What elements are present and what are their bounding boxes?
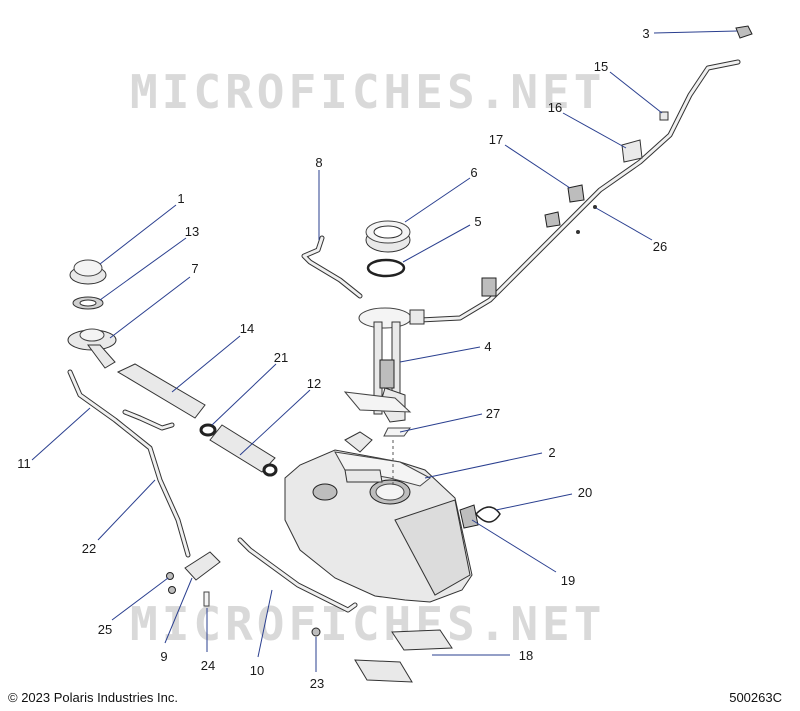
callout-12: 12 [307, 376, 321, 391]
clamp-20 [474, 506, 501, 523]
callout-18: 18 [519, 648, 533, 663]
filler-neck [67, 328, 117, 369]
copyright-notice: © 2023 Polaris Industries Inc. [8, 690, 178, 705]
clip-17 [567, 184, 585, 203]
callout-27: 27 [486, 406, 500, 421]
callout-9: 9 [160, 649, 167, 664]
vent-hose-22 [122, 409, 175, 431]
tank-strap [237, 537, 358, 613]
callout-22: 22 [82, 541, 96, 556]
callout-17: 17 [489, 132, 503, 147]
screw-26b [576, 230, 580, 234]
filler-hose [209, 424, 276, 473]
rollover-valve [344, 431, 373, 453]
callout-16: 16 [548, 100, 562, 115]
callout-20: 20 [578, 485, 592, 500]
pump-seal [366, 258, 406, 278]
callout-3: 3 [642, 26, 649, 41]
nut-25 [166, 572, 174, 580]
grommet-19 [459, 504, 479, 529]
line-cap [735, 25, 753, 39]
vent-hose [67, 369, 191, 558]
callout-24: 24 [201, 658, 215, 673]
callout-7: 7 [191, 261, 198, 276]
pin-24 [203, 591, 210, 607]
callout-23: 23 [310, 676, 324, 691]
callout-10: 10 [250, 663, 264, 678]
callout-1: 1 [177, 191, 184, 206]
callout-6: 6 [470, 165, 477, 180]
nut-25b [168, 586, 176, 594]
filler-cap [69, 259, 107, 285]
callout-5: 5 [474, 214, 481, 229]
lock-ring [365, 220, 411, 253]
fuel-supply-line [409, 59, 741, 325]
fuel-tank [284, 449, 473, 603]
nut-23 [311, 627, 321, 637]
callout-26: 26 [653, 239, 667, 254]
hose-clamp-21 [199, 423, 217, 437]
tank-pad [391, 629, 453, 651]
callout-4: 4 [484, 339, 491, 354]
pump-strainer-gasket [383, 427, 411, 437]
callout-19: 19 [561, 573, 575, 588]
callout-layer: 1 13 7 14 21 12 11 22 25 9 24 10 [17, 26, 738, 691]
callout-15: 15 [594, 59, 608, 74]
watermark-bottom: MICROFICHES.NET [130, 597, 605, 651]
clip-15 [659, 111, 669, 121]
callout-2: 2 [548, 445, 555, 460]
callout-25: 25 [98, 622, 112, 637]
tank-pad-2 [354, 659, 413, 683]
callout-21: 21 [274, 350, 288, 365]
callout-13: 13 [185, 224, 199, 239]
callout-14: 14 [240, 321, 254, 336]
callout-11: 11 [17, 456, 31, 471]
callout-8: 8 [315, 155, 322, 170]
hose-clamp [262, 463, 278, 477]
drawing-id: 500263C [729, 690, 782, 705]
vent-line [301, 235, 363, 299]
clip-17b [544, 211, 561, 228]
watermark-top: MICROFICHES.NET [130, 65, 605, 119]
fuel-pump-module [343, 307, 412, 423]
filler-tube [116, 363, 206, 419]
clip-16 [621, 139, 643, 163]
valve-bracket [184, 551, 221, 581]
